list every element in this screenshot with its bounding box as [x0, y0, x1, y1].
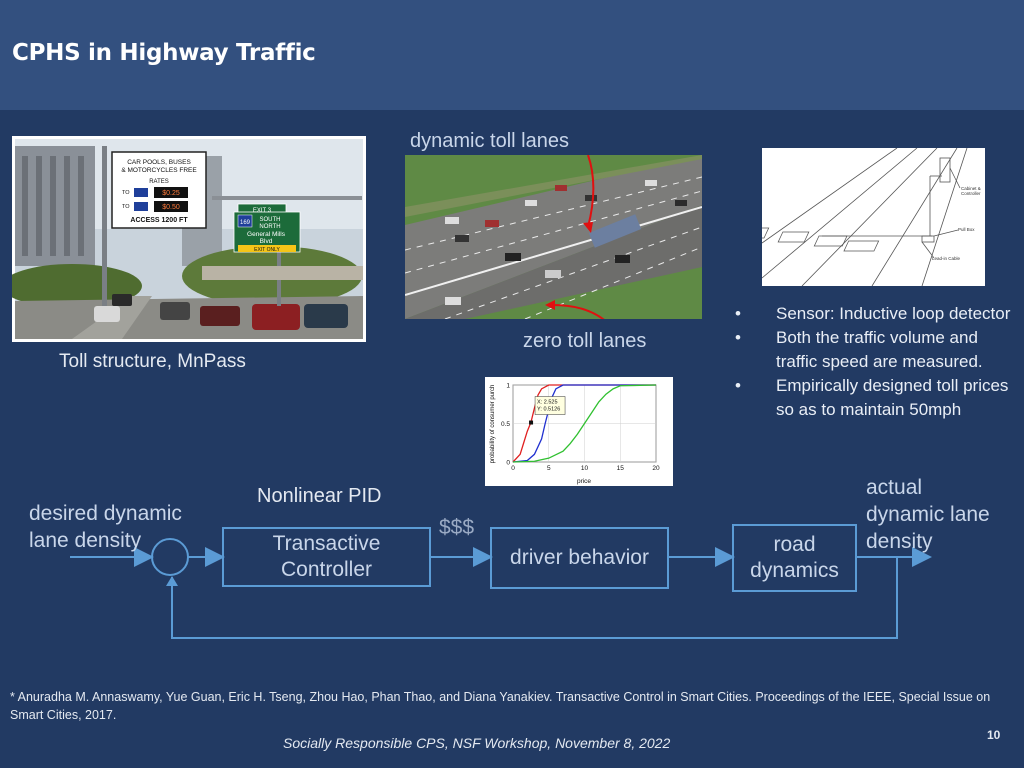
- bullet-item: • Sensor: Inductive loop detector: [735, 302, 1020, 326]
- sign-dest-1: General Mills: [247, 231, 286, 238]
- chart-xtick-label: 15: [617, 465, 625, 472]
- toll-sign-caption: Toll structure, MnPass: [59, 351, 246, 372]
- dynamic-toll-label: dynamic toll lanes: [410, 130, 569, 152]
- feedback-line: [171, 557, 898, 639]
- sign-exit-only: EXIT ONLY: [254, 247, 280, 253]
- sign-line1: CAR POOLS, BUSES: [127, 159, 191, 166]
- chart-datatip-text: Y: 0.5126: [537, 407, 560, 413]
- chart-series-line: [512, 384, 657, 463]
- road-line1: road: [773, 533, 816, 556]
- bullet-item: • Empirically designed toll prices so as …: [735, 374, 1020, 422]
- sign-dest-2: Blvd: [260, 238, 273, 245]
- bullet-list: • Sensor: Inductive loop detector • Both t…: [735, 302, 1020, 422]
- road-dynamics-block: road dynamics: [732, 524, 857, 592]
- sign-to-1: TO: [122, 190, 130, 196]
- bullet-text: Empirically designed toll prices so as t…: [776, 376, 1009, 419]
- slide-footer: Socially Responsible CPS, NSF Workshop, …: [283, 735, 671, 751]
- slide-title: CPHS in Highway Traffic: [12, 40, 316, 66]
- detector-pull-box: Pull Box: [958, 227, 975, 232]
- chart-xtick-label: 0: [511, 465, 515, 472]
- chart-xlabel: price: [577, 478, 591, 485]
- bullet-text: Sensor: Inductive loop detector: [776, 304, 1011, 323]
- sign-rates: RATES: [149, 179, 169, 185]
- chart-xtick-label: 10: [581, 465, 589, 472]
- input-label-line1: desired dynamic: [29, 502, 182, 525]
- output-label-line2: dynamic lane: [866, 503, 990, 526]
- chart-datatip-box: [534, 396, 566, 415]
- chart-xtick-label: 5: [547, 465, 551, 472]
- bullet-item: • Both the traffic volume and traffic spe…: [735, 326, 1020, 374]
- slide-header: [0, 0, 1024, 110]
- highway-aerial-photo: [404, 154, 703, 326]
- chart-datatip-marker: [529, 420, 534, 425]
- detector-controller: Controller: [961, 191, 981, 196]
- zero-toll-label: zero toll lanes: [523, 330, 647, 352]
- driver-behavior-block: driver behavior: [490, 527, 669, 589]
- sign-line2: & MOTORCYCLES FREE: [121, 167, 197, 174]
- input-label: desired dynamic lane density: [29, 500, 182, 554]
- probability-chart: 0 5 10 15 20 0 0.5 1 price probability of consu…: [485, 377, 673, 486]
- transactive-controller-block: Transactive Controller: [222, 527, 431, 587]
- detector-lead-in: Lead-in Cable: [932, 256, 961, 261]
- chart-ytick-label: 0: [506, 460, 510, 467]
- sign-direction: SOUTH: [260, 217, 281, 223]
- driver-behavior-label: driver behavior: [510, 546, 649, 569]
- bullet-marker: •: [735, 328, 741, 347]
- chart-series-line: [512, 384, 656, 463]
- input-label-line2: lane density: [29, 529, 142, 552]
- bullet-marker: •: [735, 376, 741, 395]
- sign-to-2: TO: [122, 204, 130, 210]
- citation-footnote: * Anuradha M. Annaswamy, Yue Guan, Eric …: [10, 690, 991, 722]
- sign-access: ACCESS 1200 FT: [130, 217, 188, 224]
- road-line2: dynamics: [750, 559, 839, 582]
- bullet-marker: •: [735, 304, 741, 323]
- output-label-line1: actual: [866, 476, 923, 499]
- sign-direction-2: NORTH: [259, 224, 280, 230]
- money-label: $$$: [439, 516, 475, 539]
- chart-ytick-label: 0.5: [501, 421, 510, 428]
- controller-line2: Controller: [280, 558, 373, 581]
- sign-price-2: $0.50: [162, 204, 180, 211]
- output-label-line3: density: [866, 530, 933, 553]
- sign-route: 169: [240, 220, 251, 226]
- chart-xtick-label: 20: [652, 465, 660, 472]
- sign-price-1: $0.25: [162, 190, 180, 197]
- controller-line1: Transactive: [272, 532, 381, 555]
- detector-cabinet: Cabinet &: [961, 186, 981, 191]
- chart-datatip-text: X: 2.525: [537, 400, 558, 406]
- diagram-heading: Nonlinear PID: [257, 485, 382, 507]
- chart-ytick-label: 1: [506, 383, 510, 390]
- chart-ylabel: probability of consumer purch: [490, 385, 496, 464]
- output-label: actual dynamic lane density: [866, 474, 990, 555]
- toll-sign-photo: CAR POOLS, BUSES & MOTORCYCLES FREE RATE…: [2, 136, 366, 342]
- sign-exit: EXIT 3: [253, 208, 272, 214]
- page-number: 10: [987, 728, 1001, 742]
- loop-detector-drawing: Cabinet & Controller Pull Box Lead-in Ca…: [737, 147, 985, 287]
- bullet-text: Both the traffic volume and traffic spee…: [776, 328, 983, 371]
